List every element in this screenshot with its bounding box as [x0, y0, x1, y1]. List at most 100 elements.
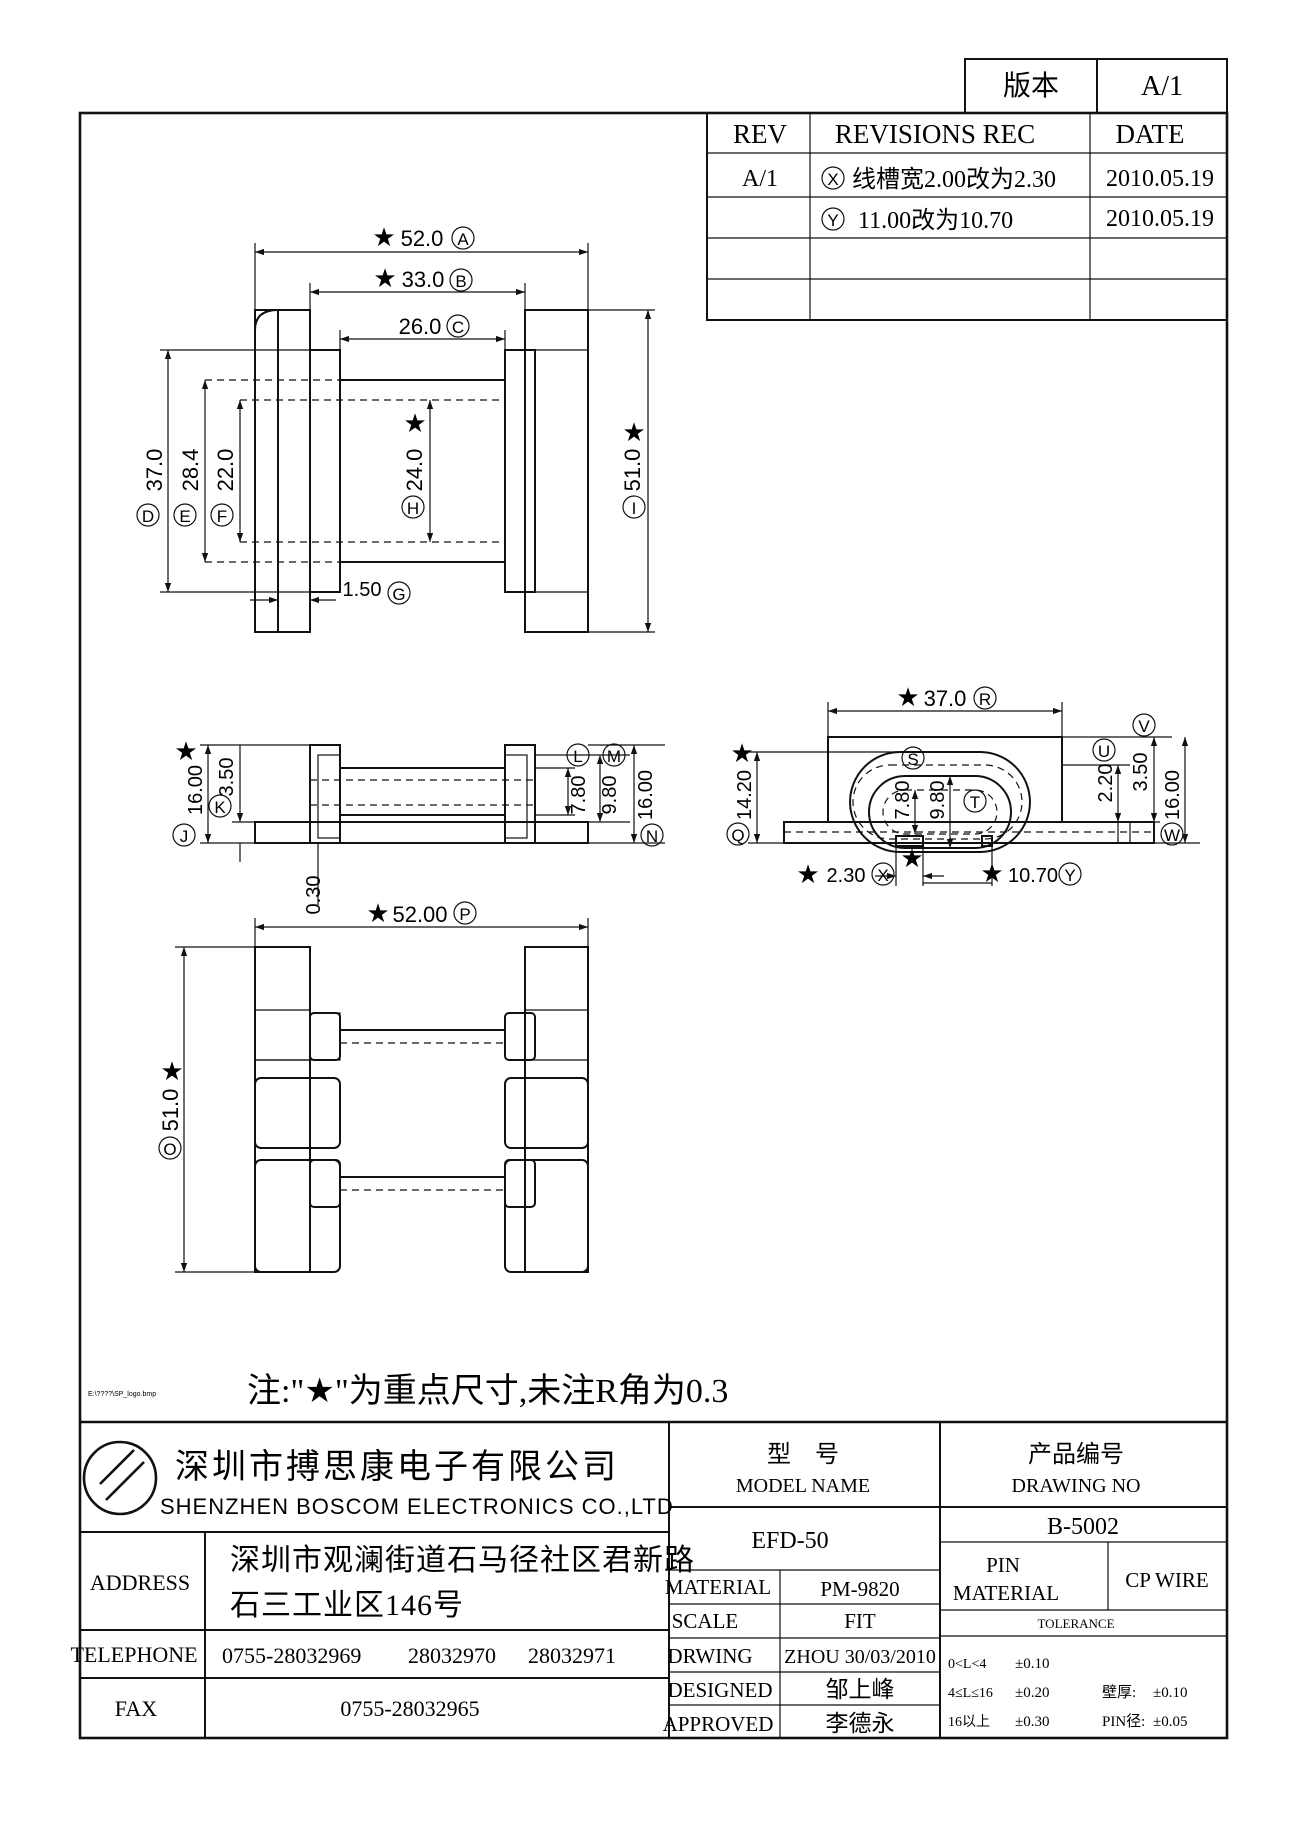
address-line1: 深圳市观澜街道石马径社区君新路 [230, 1544, 695, 1577]
address-label: ADDRESS [90, 1570, 190, 1595]
dim-A-value: 52.0 [401, 226, 444, 251]
dim-Q-value: 14.20 [734, 770, 756, 820]
dim-R-value: 37.0 [924, 686, 967, 711]
model-label-en: MODEL NAME [736, 1475, 870, 1497]
logo-placeholder: E:\????\SP_logo.bmp [88, 1391, 156, 1398]
dim-G-letter: G [392, 585, 405, 604]
dim-I-letter: I [632, 499, 637, 518]
dim-I-value: 51.0 [620, 449, 645, 492]
dim-B-value: 33.0 [402, 267, 445, 292]
rev-row2-marker: Y [827, 211, 838, 230]
dim-H-value: 24.0 [402, 449, 427, 492]
title-block: 深圳市搏思康电子有限公司 SHENZHEN BOSCOM ELECTRONICS… [70, 1420, 1227, 1738]
dim-S-star: ★ [900, 843, 923, 873]
fax-label: FAX [115, 1696, 157, 1721]
dim-J-star: ★ [174, 736, 197, 766]
dim-J-tag [172, 823, 196, 847]
dim-N-letter: N [646, 827, 658, 846]
dim-E-value: 28.4 [178, 449, 203, 492]
rev-row2-marker-circle [821, 207, 845, 231]
dim-R-letter: R [979, 690, 991, 709]
model-label-cn: 型 号 [767, 1441, 839, 1468]
dim-Y-star: ★ [980, 858, 1003, 888]
note-prefix: 注:" [247, 1372, 304, 1410]
dim-C-letter: C [452, 318, 464, 337]
tel-2: 28032970 [408, 1643, 496, 1668]
pin-label: PIN [986, 1553, 1020, 1577]
dim-M-tag [602, 743, 626, 767]
version-value: A/1 [1141, 71, 1183, 102]
rev-row1-text: 线槽宽2.00改为2.30 [852, 166, 1056, 193]
rev-row1-marker-circle [821, 166, 845, 190]
model-value: EFD-50 [751, 1528, 828, 1554]
dim-S-value: 7.80 [892, 781, 914, 820]
dim-W-value: 16.00 [1162, 770, 1184, 820]
dim-D-value: 37.0 [142, 449, 167, 492]
rev-row2-date: 2010.05.19 [1106, 206, 1214, 232]
dim-L-value: 7.80 [568, 776, 590, 815]
dim-K-letter: K [214, 798, 226, 817]
dim-Q-letter: Q [731, 826, 744, 845]
scale-value: FIT [844, 1609, 876, 1633]
material-label: MATERIAL [665, 1575, 771, 1599]
dim-H-letter: H [407, 499, 419, 518]
dim-G-tag [387, 581, 411, 605]
dim-F-tag [210, 503, 234, 527]
side-view: ★ 16.00 J 3.50 K 0.30 7.80 L 9.80 M 16.0… [172, 736, 665, 915]
company-name-en: SHENZHEN BOSCOM ELECTRONICS CO.,LTD [160, 1494, 674, 1519]
note-star: ★ [304, 1372, 334, 1410]
dim-H-tag [401, 495, 425, 519]
version-label: 版本 [1003, 70, 1059, 102]
dim-X-tag [871, 862, 895, 886]
drawing-by-label: DRWING [667, 1644, 752, 1668]
drawing-no-value: B-5002 [1047, 1514, 1119, 1540]
dim-W-letter: W [1164, 826, 1180, 845]
tol-row1-range: 0<L<4 [948, 1657, 986, 1672]
dim-C-value: 26.0 [399, 314, 442, 339]
dim-W-tag [1160, 822, 1184, 846]
dim-X-value: 2.30 [827, 865, 866, 887]
dim-D-letter: D [142, 507, 154, 526]
dim-H-star: ★ [403, 408, 426, 438]
designed-value: 邹上峰 [826, 1677, 895, 1702]
dim-R-tag [973, 686, 997, 710]
dim-gap-value: 0.30 [303, 876, 325, 915]
dim-E-tag [173, 503, 197, 527]
dim-P-star: ★ [366, 898, 389, 928]
dim-J-value: 16.00 [185, 765, 207, 815]
tol-row3-range: 16以上 [948, 1714, 990, 1730]
designed-label: DESIGNED [668, 1678, 773, 1702]
company-logo [82, 1440, 158, 1516]
tol-row3-value: ±0.30 [1015, 1714, 1049, 1730]
dim-A-star: ★ [372, 222, 395, 252]
dim-V-tag [1132, 713, 1156, 737]
dim-N-tag [640, 823, 664, 847]
tol-row2-value: ±0.20 [1015, 1685, 1049, 1701]
dim-Y-value: 10.70 [1008, 865, 1058, 887]
tol-row1-value: ±0.10 [1015, 1656, 1049, 1672]
tel-1: 0755-28032969 [222, 1643, 361, 1668]
dim-P-value: 52.00 [392, 902, 447, 927]
dim-I-star: ★ [622, 417, 645, 447]
dim-Q-tag [726, 822, 750, 846]
tel-3: 28032971 [528, 1643, 616, 1668]
bottom-view: ★ 52.00 P ★ 51.0 O [158, 898, 589, 1273]
dim-M-letter: M [607, 747, 621, 766]
dim-M-value: 9.80 [599, 776, 621, 815]
fax-value: 0755-28032965 [340, 1696, 479, 1721]
rev-header: REV [733, 119, 788, 149]
rev-row1-marker: X [827, 170, 838, 189]
dim-N-value: 16.00 [635, 770, 657, 820]
scale-label: SCALE [672, 1609, 739, 1633]
dim-V-letter: V [1138, 717, 1150, 736]
drawing-by-value: ZHOU 30/03/2010 [784, 1646, 936, 1668]
dim-S-letter: S [907, 750, 918, 769]
pin-value: CP WIRE [1125, 1568, 1208, 1592]
material-value: PM-9820 [820, 1577, 899, 1601]
dim-B-tag [449, 268, 473, 292]
note-text: 注:"★"为重点尺寸,未注R角为0.3 [247, 1372, 728, 1410]
telephone-label: TELEPHONE [70, 1642, 197, 1667]
date-header: DATE [1116, 119, 1185, 149]
dim-F-value: 22.0 [213, 449, 238, 492]
